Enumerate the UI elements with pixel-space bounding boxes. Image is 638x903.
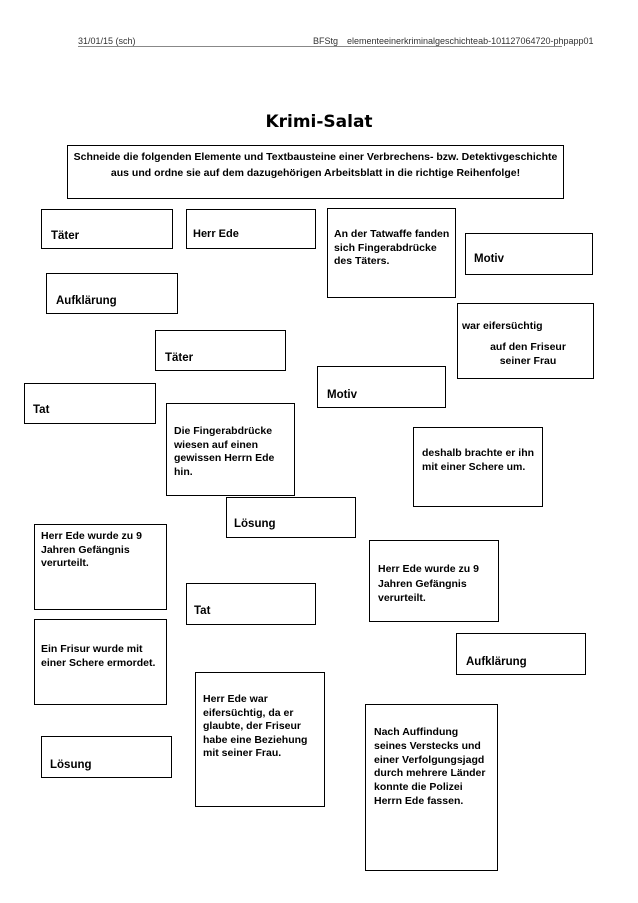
card-tat-2 xyxy=(186,583,316,625)
card-eifersuechtig xyxy=(457,303,594,379)
card-verurteilt-2 xyxy=(369,540,499,622)
card-taeter-2-text: Täter xyxy=(165,352,194,364)
card-aufklaerung-1-text: Aufklärung xyxy=(56,295,117,307)
header-date: 31/01/15 (sch) xyxy=(78,36,136,46)
card-loesung-2-text: Lösung xyxy=(50,759,92,771)
card-beziehung xyxy=(195,672,325,807)
card-tat-1-text: Tat xyxy=(33,404,50,416)
card-taeter-1 xyxy=(41,209,173,249)
instruction-box: Schneide die folgenden Elemente und Text… xyxy=(67,145,564,199)
card-fingerabdruecke xyxy=(166,403,295,496)
card-verfolgung xyxy=(365,704,498,871)
card-motiv-2-text: Motiv xyxy=(327,389,358,401)
card-tat-1 xyxy=(24,383,156,424)
card-aufklaerung-2-text: Aufklärung xyxy=(466,656,527,668)
card-tatwaffe-text: An der Tatwaffe fanden sich Fingerabdrüc… xyxy=(334,228,450,267)
card-aufklaerung-1 xyxy=(46,273,178,314)
card-tatwaffe xyxy=(327,208,456,298)
card-beziehung-text: Herr Ede war eifersüchtig, da er glaubte… xyxy=(203,693,308,759)
card-verurteilt-1 xyxy=(34,524,167,610)
card-verfolgung-text: Nach Auffindung seines Verstecks und ein… xyxy=(374,726,486,807)
card-fingerabdruecke-text: Die Fingerabdrücke wiesen auf einen gewi… xyxy=(174,425,275,478)
header-rule xyxy=(78,46,562,47)
card-loesung-1 xyxy=(226,497,356,538)
card-motiv-1-text: Motiv xyxy=(474,253,505,265)
page-title: Krimi-Salat xyxy=(265,112,373,132)
card-eifersuechtig-text-2: auf den Friseur seiner Frau xyxy=(490,341,566,367)
header-org: BFStg xyxy=(313,36,339,46)
card-eifersuechtig-text-1: war eifersüchtig xyxy=(462,320,543,332)
card-loesung-1-text: Lösung xyxy=(234,518,276,530)
card-aufklaerung-2 xyxy=(456,633,586,675)
header-filename: elementeeinerkriminalgeschichteab-101127… xyxy=(347,36,594,46)
card-verurteilt-2-text: Herr Ede wurde zu 9 Jahren Gefängnis ver… xyxy=(378,563,479,604)
card-motiv-2 xyxy=(317,366,446,408)
card-herr-ede-text: Herr Ede xyxy=(193,228,239,240)
card-taeter-1-text: Täter xyxy=(51,230,80,242)
card-frisur xyxy=(34,619,167,705)
card-herr-ede xyxy=(186,209,316,249)
card-verurteilt-1-text: Herr Ede wurde zu 9 Jahren Gefängnis ver… xyxy=(41,530,142,569)
card-schere-text: deshalb brachte er ihn mit einer Schere … xyxy=(422,447,535,473)
card-taeter-2 xyxy=(155,330,286,371)
card-loesung-2 xyxy=(41,736,172,778)
card-tat-2-text: Tat xyxy=(194,605,211,617)
card-frisur-text: Ein Frisur wurde mit einer Schere ermord… xyxy=(41,643,156,669)
card-schere xyxy=(413,427,543,507)
card-motiv-1 xyxy=(465,233,593,275)
